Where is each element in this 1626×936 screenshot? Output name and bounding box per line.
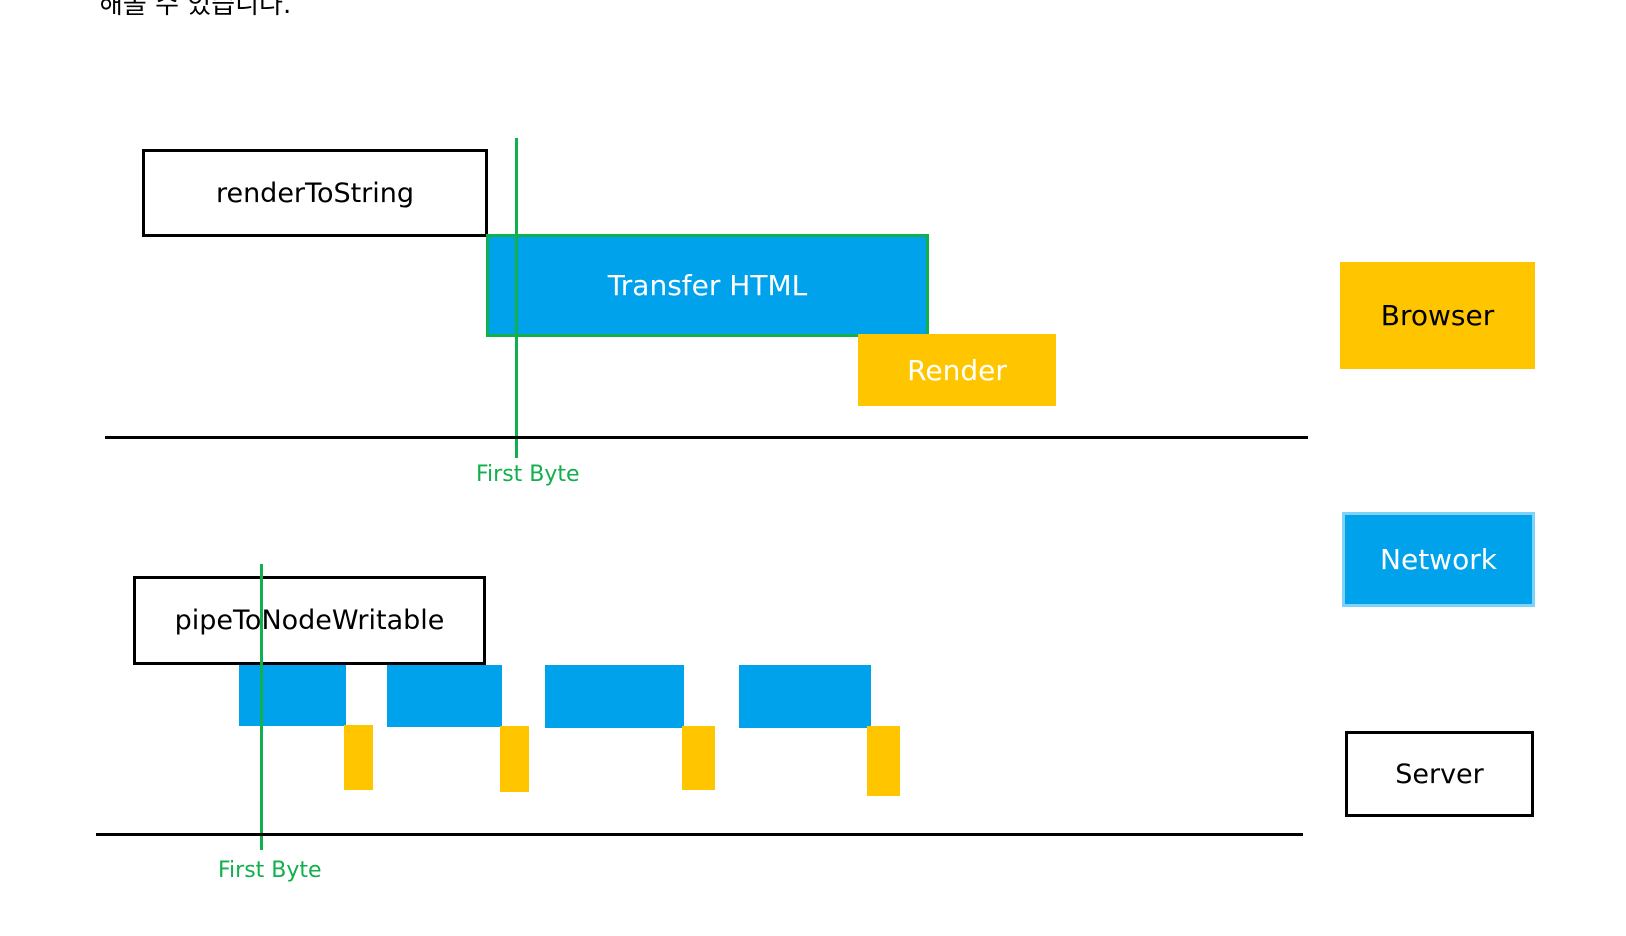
browser-render-chunk: [500, 726, 529, 792]
bottom-timeline-axis: [96, 833, 1303, 836]
transfer-html-box: Transfer HTML: [486, 234, 929, 337]
legend-network-box: Network: [1342, 512, 1535, 607]
bottom-first-byte-marker: [260, 564, 263, 850]
top-first-byte-label: First Byte: [476, 462, 580, 487]
network-chunk: [239, 664, 346, 726]
legend-browser-label: Browser: [1380, 299, 1495, 332]
browser-render-chunk: [344, 725, 373, 790]
legend-server-label: Server: [1395, 758, 1484, 790]
bottom-timeline-diagram: pipeToNodeWritable First Byte: [0, 500, 1626, 936]
browser-render-chunk: [682, 726, 715, 790]
bottom-first-byte-label: First Byte: [218, 858, 322, 883]
network-chunk: [387, 665, 502, 727]
legend-browser-box: Browser: [1340, 262, 1535, 369]
transfer-html-label: Transfer HTML: [607, 269, 808, 302]
render-to-string-box: renderToString: [142, 149, 488, 237]
cut-off-heading-text: 해볼 수 있습니다.: [99, 0, 292, 20]
legend-network-label: Network: [1380, 543, 1497, 576]
pipe-to-node-writable-box: pipeToNodeWritable: [133, 576, 486, 665]
pipe-to-node-writable-label: pipeToNodeWritable: [174, 605, 445, 636]
legend-server-box: Server: [1345, 731, 1534, 817]
top-first-byte-marker: [515, 138, 518, 458]
network-chunk: [545, 665, 684, 728]
render-label: Render: [907, 353, 1007, 387]
render-box: Render: [858, 334, 1056, 406]
top-timeline-diagram: renderToString Transfer HTML Render Firs…: [105, 138, 1308, 487]
network-chunk: [739, 665, 871, 728]
browser-render-chunk: [867, 726, 900, 796]
top-timeline-axis: [105, 436, 1308, 439]
legend: Browser Network Server: [1330, 250, 1580, 830]
render-to-string-label: renderToString: [215, 177, 415, 209]
